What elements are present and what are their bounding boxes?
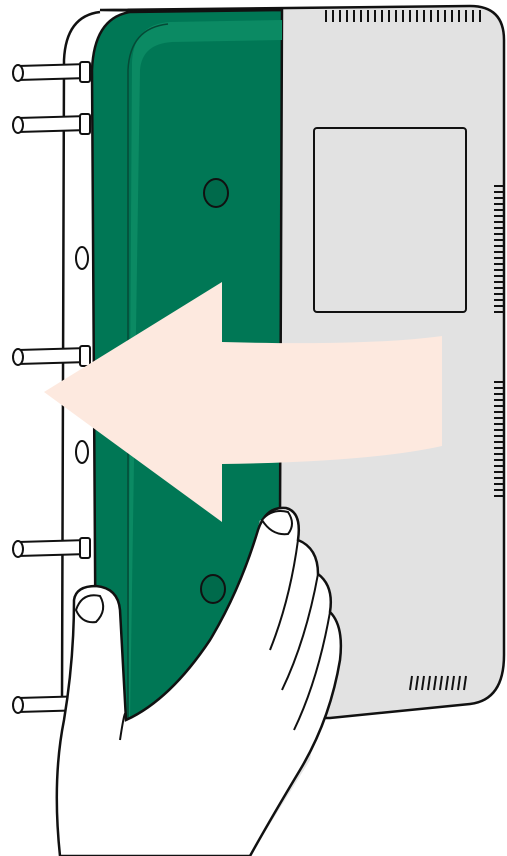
mounting-pin bbox=[13, 62, 90, 82]
pin-collar bbox=[80, 62, 90, 82]
pin-collar bbox=[80, 346, 90, 366]
pin-shaft bbox=[18, 540, 88, 556]
pin-end bbox=[13, 65, 23, 81]
pin-shaft bbox=[18, 348, 88, 364]
pin-end bbox=[13, 117, 23, 133]
pin-end bbox=[13, 349, 23, 365]
pin-shaft bbox=[18, 116, 88, 132]
pin-collar bbox=[80, 114, 90, 134]
mounting-pin bbox=[13, 114, 90, 134]
side-knob bbox=[76, 441, 88, 463]
pin-collar bbox=[80, 538, 90, 558]
mounting-pin bbox=[13, 538, 90, 558]
side-knob bbox=[76, 247, 88, 269]
mounting-pin bbox=[13, 346, 90, 366]
pin-end bbox=[13, 697, 23, 713]
screw-hole bbox=[204, 179, 228, 207]
screw-hole bbox=[201, 575, 225, 603]
pin-shaft bbox=[18, 64, 88, 80]
pin-end bbox=[13, 541, 23, 557]
